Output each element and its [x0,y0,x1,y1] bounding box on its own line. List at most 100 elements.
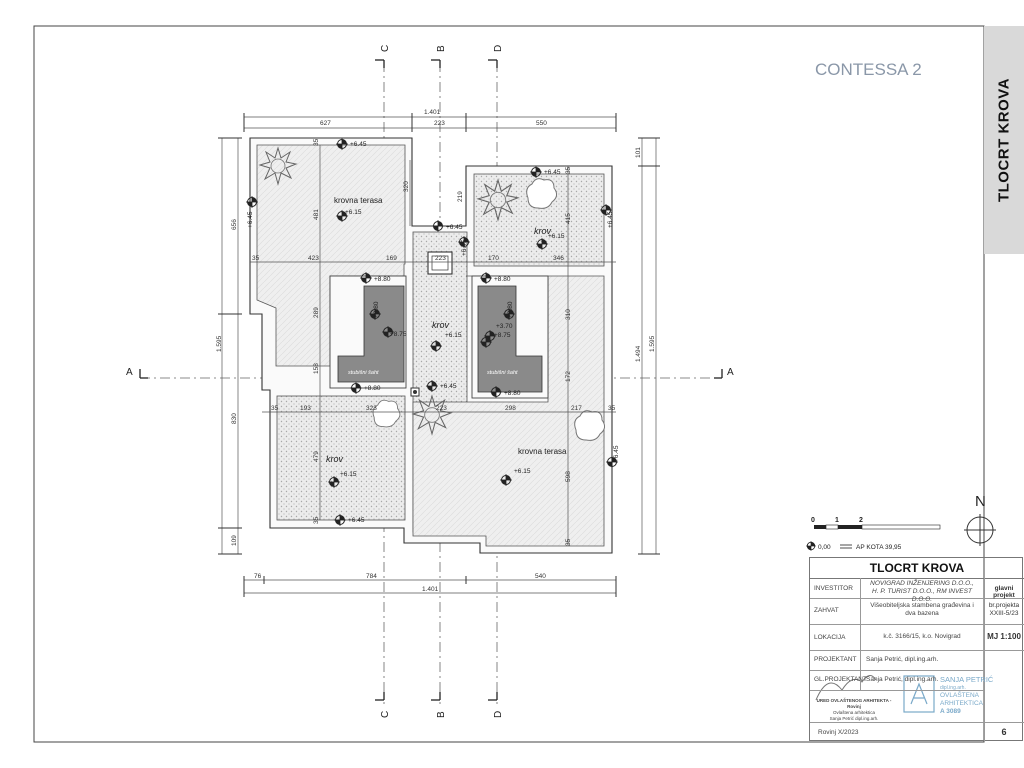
level-text: +6.15 [340,471,357,478]
axis-labels: C B D C B D A A [126,45,734,718]
level-text: +6.45 [613,445,620,462]
level-text: +8.80 [374,276,391,283]
level-text: +8.80 [373,301,380,318]
gl-projektant-row: GL.PROJEKTANT Sanja Petrić, dipl.ing.arh… [810,670,984,691]
level-text: +8.75 [494,332,511,339]
title-block-title: TLOCRT KROVA [810,558,1024,579]
level-texts: +6.45 +6.45 +6.45 +6.45 +6.45 +6.45 +6.1… [247,141,620,524]
level-text: +6.45 [544,169,561,176]
sheet-title-sidebar: TLOCRT KROVA [984,26,1024,254]
scale-tick-1: 1 [835,517,839,524]
dim-bottom-1: 76 [254,573,262,580]
elevation-zero: 0,00 [818,544,831,551]
dim-left-3: 109 [231,535,238,546]
dim-right-total: 1.595 [649,335,656,352]
dim-inner: 323 [366,405,377,412]
projektant-row: PROJEKTANT Sanja Petrić, dipl.ing.arh. [810,650,984,671]
axis-label-c-bottom: C [380,711,391,718]
dim-inner: 170 [488,255,499,262]
level-mark-icon [806,541,816,551]
dim-left-1: 656 [231,219,238,230]
dim-inner: 193 [300,405,311,412]
dim-inner: 158 [313,363,320,374]
dim-inner: 223 [436,405,447,412]
zahvat-row: ZAHVAT Višeobiteljska stambena građevina… [810,598,1024,625]
zahvat-value-2: dva bazena [905,610,939,617]
office-line-1: URED OVLAŠTENOG ARHITEKTA - Rovinj [816,698,892,709]
level-text: +8.75 [390,331,407,338]
scale-bar: 0 1 2 [811,517,941,530]
scale-value: MJ 1:100 [987,632,1021,641]
scale-tick-0: 0 [811,517,815,524]
dim-right-total-inner: 1.494 [635,345,642,362]
dim-inner: 35 [565,166,572,174]
investitor-row: INVESTITOR NOVIGRAD INŽENJERING D.O.O., … [810,578,1024,603]
dim-bottom-3: 540 [535,573,546,580]
dim-inner: 35 [565,538,572,546]
project-number-value: XXIII-5/23 [989,610,1019,617]
lokacija-value: k.č. 3166/15, k.o. Novigrad [883,633,961,640]
building-plan [249,137,613,554]
dim-inner: 481 [313,209,320,220]
scale-tick-2: 2 [859,517,863,524]
axis-label-d-top: D [493,45,504,52]
level-text: +8.80 [494,276,511,283]
dim-inner: 223 [435,255,446,262]
axis-label-c-top: C [380,45,391,52]
footer-row: Rovinj X/2023 6 [810,722,1024,742]
dim-top-total: 1.401 [424,109,441,116]
dim-inner: 35 [608,405,616,412]
zahvat-value-1: Višeobiteljska stambena građevina i [870,602,974,609]
signature-icon [815,675,877,701]
room-labels: krovna terasa krov krov krov krovna tera… [326,196,567,464]
level-text: +6.15 [548,233,565,240]
axis-label-a-right: A [727,367,734,378]
axis-label-d-bottom: D [493,711,504,718]
dimension-lines [221,116,657,594]
dim-top-3: 550 [536,120,547,127]
dim-top-2: 223 [434,120,445,127]
dim-inner: 35 [313,516,320,524]
title-block: TLOCRT KROVA INVESTITOR NOVIGRAD INŽENJE… [809,557,1024,742]
date: Rovinj X/2023 [818,729,859,736]
lokacija-label: LOKACIJA [814,634,846,641]
dim-left-2: 830 [231,413,238,424]
projektant-label: PROJEKTANT [814,656,857,663]
office-line-2: Ovlaštena arhitektica [832,710,876,715]
sheet-number: 6 [1001,727,1007,737]
level-text: +6.15 [445,332,462,339]
level-text: +6.45 [348,517,365,524]
project-type: glavni projekt [993,585,1015,599]
room-label-krov-left: krov [326,454,344,464]
level-text: +3.70 [496,323,513,330]
dim-right-top: 101 [635,147,642,158]
investitor-value-1: NOVIGRAD INŽENJERING D.O.O., [870,580,974,587]
level-text: +8.80 [364,385,381,392]
investitor-value-2: H. P. TURIST D.O.O., RM INVEST D.O.O. [872,588,972,603]
project-name: CONTESSA 2 [815,60,922,79]
room-label-krov-center: krov [432,320,450,330]
dim-inner: 219 [457,191,464,202]
level-text: +8.80 [507,301,514,318]
dim-inner: 346 [553,255,564,262]
dimension-ticks [218,113,660,597]
office-line-3: Sanja Petrić dipl.ing.arh. [829,716,879,721]
level-text: +6.45 [607,211,614,228]
investitor-label: INVESTITOR [814,585,853,592]
lokacija-row: LOKACIJA k.č. 3166/15, k.o. Novigrad MJ … [810,624,1024,651]
elevation-text: AP KOTA 39,95 [856,544,902,551]
project-number-label: br.projekta [988,602,1020,609]
dim-inner: 217 [571,405,582,412]
dim-inner: 298 [505,405,516,412]
dim-inner: 423 [308,255,319,262]
north-label: N [975,493,986,510]
stamp-number: A 3089 [940,708,961,715]
gl-projektant-label: GL.PROJEKTANT [814,676,867,683]
level-text: +6.45 [446,224,463,231]
level-text: +6.45 [350,141,367,148]
axis-label-b-top: B [436,45,447,52]
office-info: URED OVLAŠTENOG ARHITEKTA - Rovinj Ovlaš… [814,698,894,722]
investitor-value: NOVIGRAD INŽENJERING D.O.O., H. P. TURIS… [862,580,982,604]
